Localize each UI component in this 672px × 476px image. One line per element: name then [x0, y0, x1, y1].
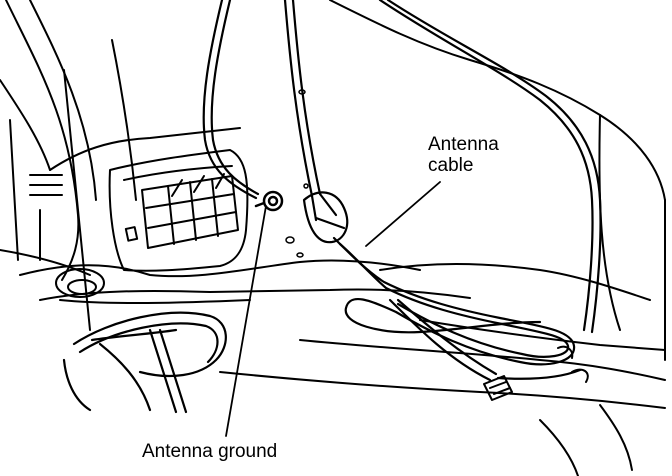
antenna-cable-label-line2: cable	[428, 155, 474, 176]
lower-harness	[62, 311, 227, 414]
antenna-cable-loop	[332, 236, 576, 366]
antenna-ground-nut	[254, 190, 284, 212]
cable-connector-module	[302, 191, 349, 244]
leader-antenna-cable	[365, 181, 441, 247]
antenna-ground-label: Antenna ground	[142, 441, 278, 462]
right-cable	[378, 0, 602, 334]
mounting-plate	[108, 149, 249, 272]
cable-clip	[557, 345, 589, 383]
upper-wire	[202, 0, 260, 200]
antenna-cable-label: Antenna cable	[428, 134, 499, 176]
leader-antenna-ground	[225, 205, 267, 437]
connector-grid	[141, 173, 239, 249]
grommet-holes	[285, 89, 309, 258]
left-slot-grille	[29, 174, 63, 196]
antenna-cable-upper	[283, 0, 338, 222]
access-hole	[55, 268, 105, 298]
cable-to-plug	[388, 298, 582, 382]
cable-plug	[483, 375, 513, 401]
antenna-cable-label-line1: Antenna	[428, 134, 499, 155]
